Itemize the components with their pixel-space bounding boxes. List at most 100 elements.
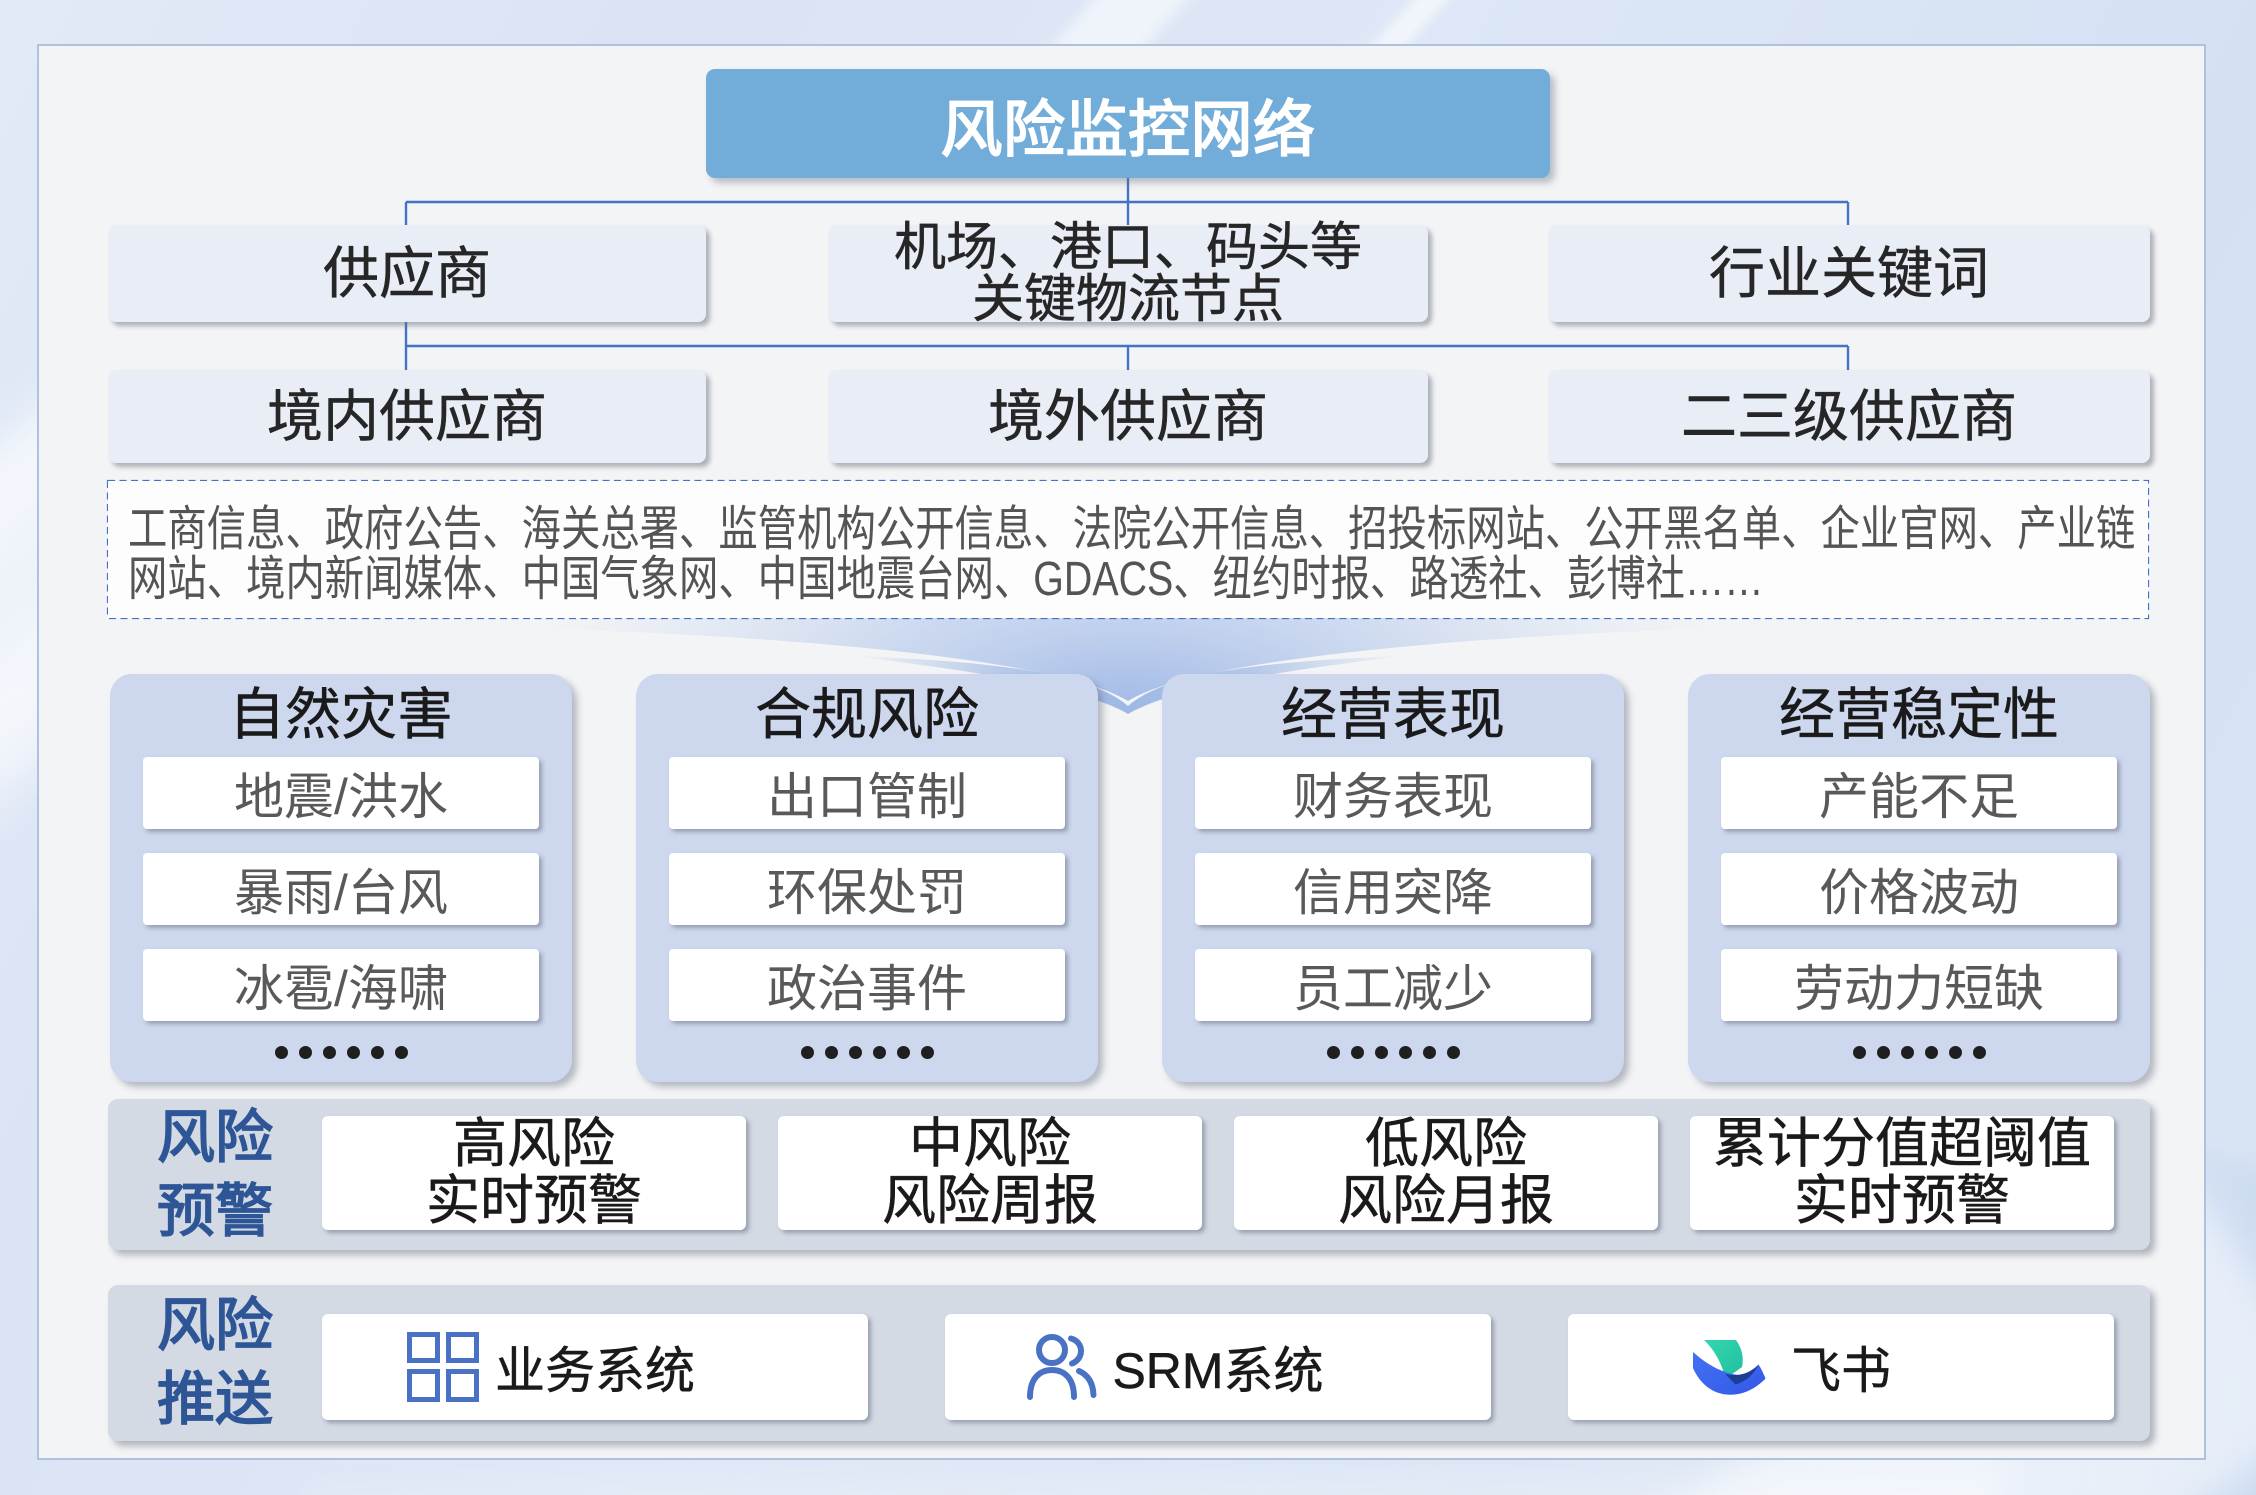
dot (824, 1046, 838, 1059)
node-label: 境内供应商 (267, 384, 548, 448)
card-title: 自然灾害 (229, 683, 454, 746)
sources-line1: 工商信息、政府公告、海关总署、监管机构公开信息、法院公开信息、招投标网站、公开黑… (128, 503, 2136, 556)
dot (1924, 1046, 1938, 1059)
push-label: SRM系统 (1112, 1343, 1324, 1400)
card-item-label: 冰雹/海啸 (234, 961, 448, 1017)
grid-icon (407, 1332, 479, 1402)
warning-low-risk: 低风险 风险月报 (1234, 1114, 1658, 1231)
node-label: 境外供应商 (988, 384, 1269, 448)
sources-line2: 网站、境内新闻媒体、中国气象网、中国地震台网、GDACS、纽约时报、路透社、彭博… (128, 553, 1764, 606)
card-item: 财务表现 (1195, 757, 1591, 829)
ellipsis-dots (636, 1046, 1098, 1059)
node-overseas-suppliers: 境外供应商 (828, 370, 1428, 463)
card-item: 价格波动 (1721, 853, 2117, 925)
bar-label-line: 预警 (156, 1178, 273, 1244)
node-logistics: 机场、港口、码头等 关键物流节点 (828, 218, 1428, 326)
node-tier23-suppliers: 二三级供应商 (1548, 370, 2150, 463)
node-label-line2: 关键物流节点 (971, 270, 1285, 329)
card-item: 劳动力短缺 (1721, 949, 2117, 1021)
warning-line: 实时预警 (1794, 1171, 2011, 1231)
card-item-label: 暴雨/台风 (234, 865, 448, 921)
warning-score-threshold: 累计分值超阈值 实时预警 (1690, 1114, 2114, 1231)
push-label: 飞书 (1791, 1343, 1892, 1400)
warning-line: 风险月报 (1338, 1171, 1555, 1231)
card-item: 信用突降 (1195, 853, 1591, 925)
push-feishu: 飞书 (1568, 1314, 2114, 1420)
dot (1876, 1046, 1890, 1059)
card-item-label: 价格波动 (1819, 865, 2019, 921)
warning-line: 实时预警 (426, 1171, 643, 1231)
dot (1326, 1046, 1340, 1059)
people-icon (1027, 1334, 1097, 1400)
node-label: 行业关键词 (1709, 241, 1990, 305)
ellipsis-dots (1688, 1046, 2150, 1059)
dot (1374, 1046, 1388, 1059)
card-item: 出口管制 (669, 757, 1065, 829)
card-item: 员工减少 (1195, 949, 1591, 1021)
card-business-stability: 经营稳定性 产能不足 价格波动 劳动力短缺 (1688, 674, 2150, 1082)
card-item-label: 信用突降 (1293, 865, 1493, 921)
node-label: 二三级供应商 (1681, 384, 2018, 448)
title-text: 风险监控网络 (940, 95, 1316, 165)
dot (920, 1046, 934, 1059)
dot (1398, 1046, 1412, 1059)
dot (1900, 1046, 1914, 1059)
card-item: 地震/洪水 (143, 757, 539, 829)
push-business-system: 业务系统 (322, 1314, 868, 1420)
dot (848, 1046, 862, 1059)
bar-label-line: 风险 (156, 1293, 273, 1358)
feishu-logo (1693, 1340, 1766, 1395)
card-title: 合规风险 (755, 683, 980, 746)
card-item-label: 出口管制 (767, 769, 967, 825)
card-item: 产能不足 (1721, 757, 2117, 829)
node-industry-keywords: 行业关键词 (1548, 225, 2150, 322)
card-compliance-risk: 合规风险 出口管制 环保处罚 政治事件 (636, 674, 1098, 1082)
bar-label-line: 风险 (156, 1104, 273, 1170)
card-item-label: 员工减少 (1293, 961, 1493, 1017)
dot (370, 1046, 384, 1059)
dot (1350, 1046, 1364, 1059)
push-srm-system: SRM系统 (945, 1314, 1491, 1420)
warning-line: 中风险 (909, 1114, 1072, 1174)
node-suppliers: 供应商 (108, 225, 706, 322)
card-item: 冰雹/海啸 (143, 949, 539, 1021)
card-item: 环保处罚 (669, 853, 1065, 925)
sources-dashed-border (106, 479, 2150, 620)
warning-medium-risk: 中风险 风险周报 (778, 1114, 1202, 1231)
warning-high-risk: 高风险 实时预警 (322, 1114, 746, 1231)
warning-line: 累计分值超阈值 (1713, 1114, 2092, 1174)
dot (1422, 1046, 1436, 1059)
dot (346, 1046, 360, 1059)
ellipsis-dots (110, 1046, 572, 1059)
dot (1948, 1046, 1962, 1059)
warning-line: 低风险 (1365, 1114, 1528, 1174)
dot (274, 1046, 288, 1059)
card-item-label: 政治事件 (767, 961, 967, 1017)
card-natural-disaster: 自然灾害 地震/洪水 暴雨/台风 冰雹/海啸 (110, 674, 572, 1082)
card-item: 政治事件 (669, 949, 1065, 1021)
swoosh-under-wing (850, 656, 1406, 714)
warning-line: 风险周报 (882, 1171, 1099, 1231)
card-title: 经营稳定性 (1779, 683, 2060, 746)
card-item-label: 环保处罚 (767, 865, 967, 921)
card-item-label: 地震/洪水 (234, 769, 448, 825)
card-item-label: 财务表现 (1293, 769, 1493, 825)
warning-line: 高风险 (453, 1114, 616, 1174)
card-business-performance: 经营表现 财务表现 信用突降 员工减少 (1162, 674, 1624, 1082)
dot (896, 1046, 910, 1059)
ellipsis-dots (1162, 1046, 1624, 1059)
dot (872, 1046, 886, 1059)
dot (394, 1046, 408, 1059)
dot (800, 1046, 814, 1059)
node-label-line1: 机场、港口、码头等 (893, 218, 1363, 277)
card-item-label: 劳动力短缺 (1794, 961, 2044, 1017)
card-title: 经营表现 (1281, 683, 1506, 746)
risk-warning-label: 风险 预警 (108, 1099, 322, 1250)
risk-push-bar: 风险 推送 业务系统 (108, 1285, 2150, 1441)
node-domestic-suppliers: 境内供应商 (108, 370, 706, 463)
risk-warning-bar: 风险 预警 高风险 实时预警 中风险 风险周报 低风险 风险月报 累计分值超阈值… (108, 1099, 2150, 1250)
dot (1972, 1046, 1986, 1059)
title-box: 风险监控网络 (706, 69, 1550, 178)
